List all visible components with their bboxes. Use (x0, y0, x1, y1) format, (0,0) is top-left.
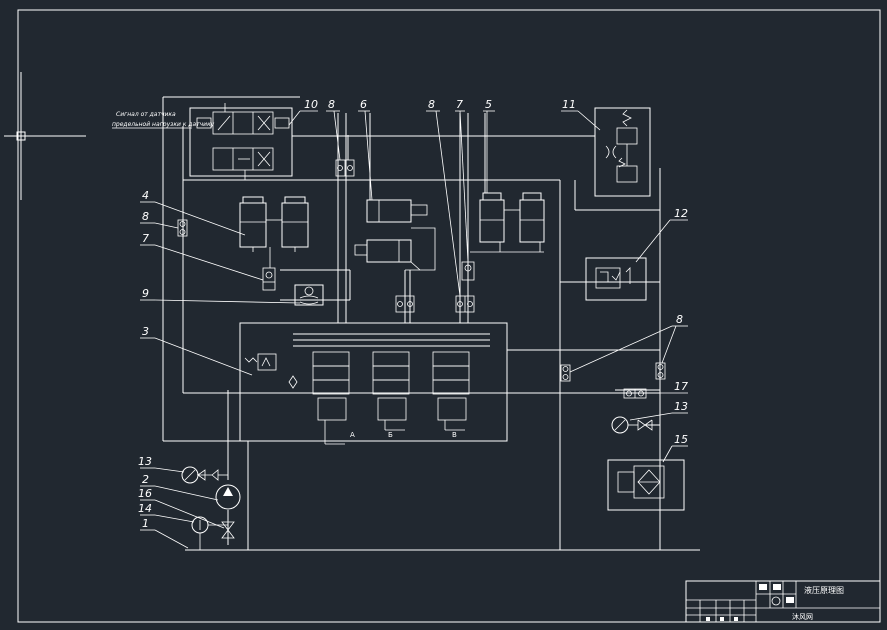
piping-lines (162, 96, 700, 551)
check-valve-8-top (335, 159, 355, 177)
callout-6: 6 (360, 98, 367, 111)
callout-3: 3 (142, 325, 149, 338)
callout-8d: 8 (676, 313, 683, 326)
callout-12: 12 (674, 207, 688, 220)
gauge-14 (191, 516, 228, 550)
callout-8c: 8 (142, 210, 149, 223)
note-line1: Сигнал от датчика (116, 111, 176, 118)
callout-5: 5 (485, 98, 492, 111)
cylinders-4 (239, 196, 309, 268)
gauge-13-right (611, 416, 653, 434)
check-valve-8-right1 (560, 364, 571, 382)
check-valve-8-mid1 (395, 295, 415, 313)
cylinders-5 (470, 192, 545, 253)
check-valve-8-right2 (655, 362, 666, 380)
title-block-footer: 沐风网 (792, 612, 813, 621)
callout-11: 11 (562, 98, 576, 111)
filter-16 (221, 521, 235, 539)
port-label-b: Б (388, 431, 393, 439)
pressure-valve-11 (594, 107, 651, 197)
callout-1: 1 (142, 517, 149, 530)
pump-2 (215, 484, 241, 510)
relief-valve-12 (585, 257, 647, 301)
note-line2: предельной нагрузки к датчику (112, 121, 215, 128)
control-valve-block-3 (239, 322, 508, 445)
callout-7a: 7 (456, 98, 463, 111)
port-label-v: В (452, 431, 457, 439)
throttle-check-7-left (262, 267, 276, 291)
flow-divider-9 (294, 284, 324, 306)
callout-17: 17 (674, 380, 688, 393)
check-valve-17 (623, 388, 647, 399)
callout-8a: 8 (328, 98, 335, 111)
callout-13b: 13 (138, 455, 152, 468)
check-valve-8-mid2 (455, 295, 475, 313)
callout-8b: 8 (428, 98, 435, 111)
callout-4: 4 (142, 189, 149, 202)
callout-13a: 13 (674, 400, 688, 413)
gauge-13-left (181, 466, 228, 484)
callout-10: 10 (304, 98, 318, 111)
callout-9: 9 (142, 287, 149, 300)
callout-7b: 7 (142, 232, 149, 245)
callout-2: 2 (142, 473, 149, 486)
port-label-a: А (350, 431, 355, 439)
title-block (685, 580, 881, 623)
directional-valve-10 (189, 103, 293, 180)
callout-15: 15 (674, 433, 688, 446)
callout-16: 16 (138, 487, 152, 500)
callout-leaders (140, 110, 688, 549)
filter-15 (607, 459, 685, 511)
cad-crosshair-cursor (4, 72, 86, 200)
cylinders-6 (354, 199, 436, 271)
title-block-title: 液压原理图 (804, 585, 844, 595)
callout-14: 14 (138, 502, 152, 515)
drawing-frame (17, 9, 881, 623)
